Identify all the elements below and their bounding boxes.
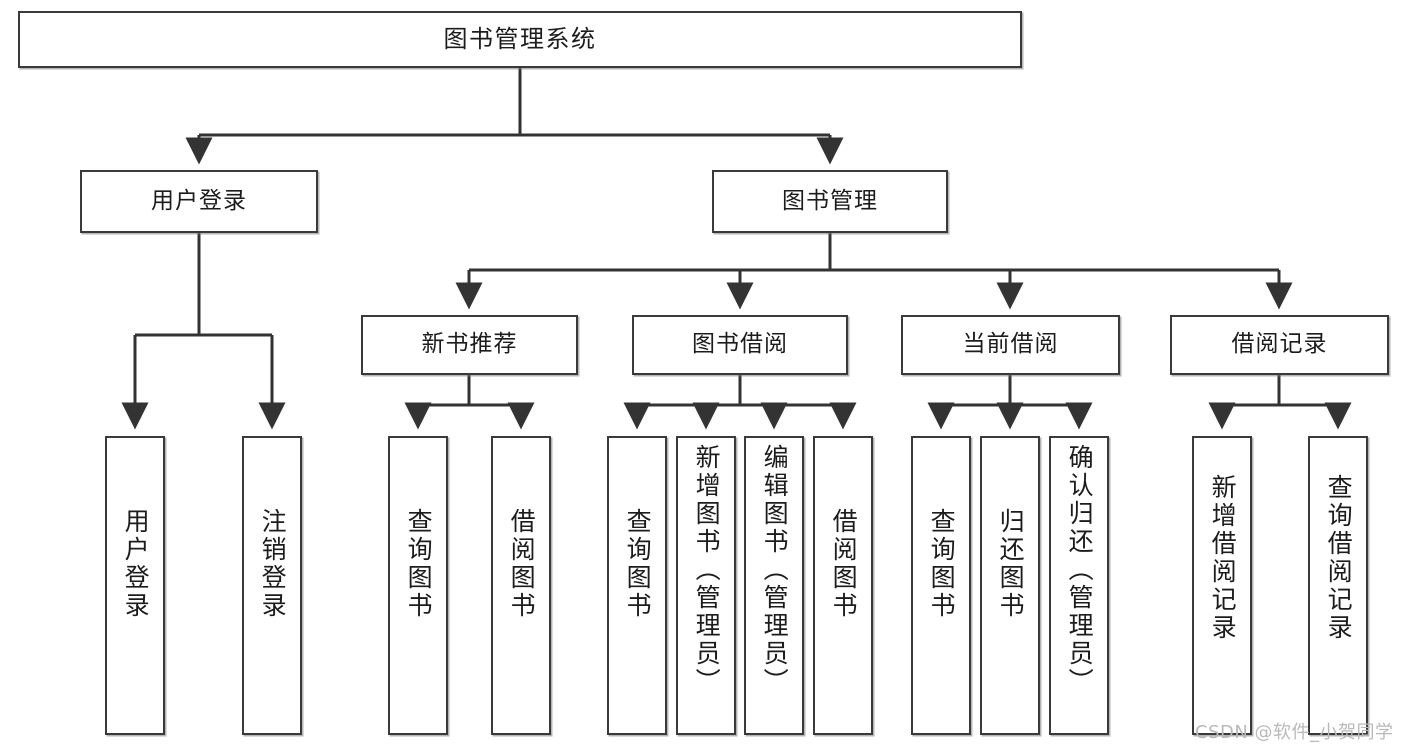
node-label: 注销登录 — [258, 508, 288, 620]
leaf-newbook-borrow-book[interactable]: 借阅图书 — [491, 436, 551, 735]
node-label: 查询图书 — [404, 508, 434, 620]
node-label: 图书管理 — [782, 187, 878, 214]
node-book-borrow[interactable]: 图书借阅 — [632, 315, 848, 375]
node-user-login[interactable]: 用户登录 — [80, 170, 318, 233]
node-label: 查询借阅记录 — [1324, 474, 1354, 642]
node-new-book-recommend[interactable]: 新书推荐 — [361, 315, 578, 375]
node-label: 编辑图书（管理员） — [760, 444, 790, 696]
leaf-bookborrow-add-book-admin[interactable]: 新增图书（管理员） — [676, 436, 736, 735]
leaf-bookborrow-query-book[interactable]: 查询图书 — [607, 436, 667, 735]
node-label: 查询图书 — [927, 508, 957, 620]
node-label: 借阅图书 — [829, 508, 859, 620]
leaf-borrowrecord-query-record[interactable]: 查询借阅记录 — [1308, 436, 1368, 735]
node-label: 借阅图书 — [507, 508, 537, 620]
node-label: 用户登录 — [151, 187, 247, 214]
node-label: 归还图书 — [996, 508, 1026, 620]
node-current-borrow[interactable]: 当前借阅 — [901, 315, 1120, 375]
leaf-borrowrecord-add-record[interactable]: 新增借阅记录 — [1192, 436, 1252, 735]
node-label: 当前借阅 — [962, 331, 1059, 358]
node-book-management[interactable]: 图书管理 — [712, 170, 948, 233]
leaf-currentborrow-query-book[interactable]: 查询图书 — [911, 436, 971, 735]
node-label: 用户登录 — [121, 508, 151, 620]
node-borrow-record[interactable]: 借阅记录 — [1170, 315, 1389, 375]
leaf-bookborrow-edit-book-admin[interactable]: 编辑图书（管理员） — [744, 436, 804, 735]
node-label: 确认归还（管理员） — [1065, 444, 1095, 696]
csdn-watermark: CSDN @软件_小贺同学 — [1195, 722, 1394, 743]
node-label: 新增图书（管理员） — [692, 444, 722, 696]
node-label: 借阅记录 — [1231, 331, 1328, 358]
node-label: 新增借阅记录 — [1208, 474, 1238, 642]
node-label: 图书借阅 — [692, 331, 788, 358]
node-label: 图书管理系统 — [443, 25, 597, 54]
leaf-user-login-login[interactable]: 用户登录 — [105, 436, 165, 735]
node-root-system[interactable]: 图书管理系统 — [18, 11, 1022, 68]
leaf-currentborrow-confirm-return-admin[interactable]: 确认归还（管理员） — [1049, 436, 1109, 735]
leaf-user-login-logout[interactable]: 注销登录 — [242, 436, 302, 735]
leaf-newbook-query-book[interactable]: 查询图书 — [388, 436, 448, 735]
node-label: 新书推荐 — [421, 331, 518, 358]
leaf-currentborrow-return-book[interactable]: 归还图书 — [980, 436, 1040, 735]
node-label: 查询图书 — [623, 508, 653, 620]
leaf-bookborrow-borrow-book[interactable]: 借阅图书 — [813, 436, 873, 735]
